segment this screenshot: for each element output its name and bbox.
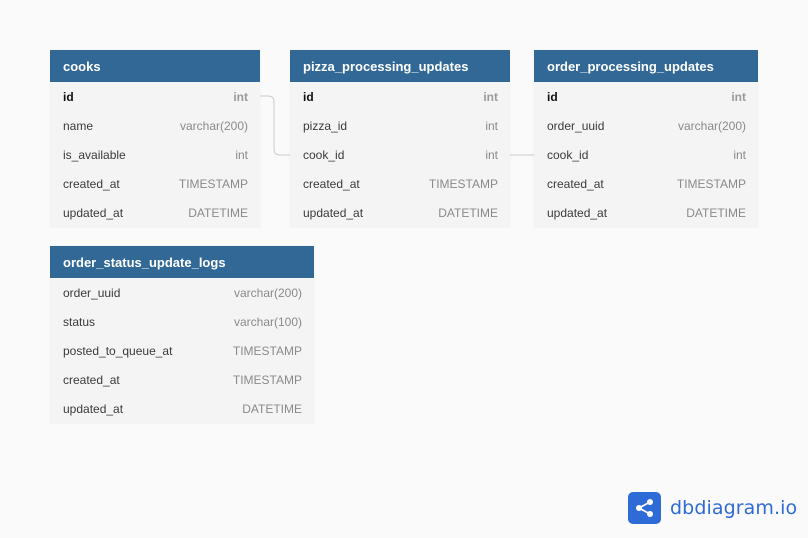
column-type: DATETIME: [188, 205, 248, 220]
column-type: DATETIME: [242, 401, 302, 416]
column-name: created_at: [547, 176, 604, 191]
column-name: id: [547, 89, 558, 104]
column-row[interactable]: updated_at DATETIME: [50, 394, 314, 423]
column-name: is_available: [63, 147, 126, 162]
column-name: status: [63, 314, 96, 329]
column-type: DATETIME: [686, 205, 746, 220]
column-name: updated_at: [547, 205, 608, 220]
column-type: TIMESTAMP: [676, 176, 746, 191]
column-name: pizza_id: [303, 118, 348, 133]
column-row[interactable]: is_available int: [50, 140, 260, 169]
column-name: created_at: [63, 176, 120, 191]
column-name: updated_at: [303, 205, 364, 220]
table-header[interactable]: order_processing_updates: [534, 50, 758, 82]
column-type: int: [483, 89, 498, 104]
column-type: int: [235, 147, 248, 162]
column-row[interactable]: created_at TIMESTAMP: [50, 365, 314, 394]
column-row[interactable]: cook_id int: [290, 140, 510, 169]
column-row[interactable]: status varchar(100): [50, 307, 314, 336]
column-type: int: [485, 118, 498, 133]
column-name: posted_to_queue_at: [63, 343, 173, 358]
column-type: TIMESTAMP: [178, 176, 248, 191]
column-type: int: [233, 89, 248, 104]
column-name: order_uuid: [547, 118, 605, 133]
column-row[interactable]: posted_to_queue_at TIMESTAMP: [50, 336, 314, 365]
column-name: updated_at: [63, 401, 124, 416]
column-type: varchar(200): [677, 118, 746, 133]
column-type: varchar(200): [179, 118, 248, 133]
column-name: cook_id: [547, 147, 589, 162]
column-row[interactable]: id int: [534, 82, 758, 111]
share-nodes-icon: [628, 492, 661, 524]
column-type: int: [485, 147, 498, 162]
column-name: id: [63, 89, 74, 104]
column-type: int: [731, 89, 746, 104]
column-type: varchar(200): [233, 285, 302, 300]
table-header[interactable]: cooks: [50, 50, 260, 82]
column-name: created_at: [63, 372, 120, 387]
table-pizza-processing-updates[interactable]: pizza_processing_updates id int pizza_id…: [290, 50, 510, 227]
column-type: DATETIME: [438, 205, 498, 220]
column-row[interactable]: pizza_id int: [290, 111, 510, 140]
logo-text: dbdiagram.io: [670, 497, 798, 519]
column-row[interactable]: created_at TIMESTAMP: [290, 169, 510, 198]
table-header[interactable]: order_status_update_logs: [50, 246, 314, 278]
column-row[interactable]: updated_at DATETIME: [50, 198, 260, 227]
column-row[interactable]: id int: [50, 82, 260, 111]
column-row[interactable]: name varchar(200): [50, 111, 260, 140]
column-type: TIMESTAMP: [232, 343, 302, 358]
column-type: TIMESTAMP: [428, 176, 498, 191]
column-row[interactable]: created_at TIMESTAMP: [534, 169, 758, 198]
relationship-line-cooks-pizza[interactable]: [260, 95, 290, 156]
column-row[interactable]: updated_at DATETIME: [290, 198, 510, 227]
column-name: created_at: [303, 176, 360, 191]
column-name: id: [303, 89, 314, 104]
table-order-status-update-logs[interactable]: order_status_update_logs order_uuid varc…: [50, 246, 314, 423]
column-type: TIMESTAMP: [232, 372, 302, 387]
table-header[interactable]: pizza_processing_updates: [290, 50, 510, 82]
column-row[interactable]: created_at TIMESTAMP: [50, 169, 260, 198]
column-row[interactable]: order_uuid varchar(200): [50, 278, 314, 307]
column-row[interactable]: id int: [290, 82, 510, 111]
column-row[interactable]: order_uuid varchar(200): [534, 111, 758, 140]
column-row[interactable]: cook_id int: [534, 140, 758, 169]
column-type: int: [733, 147, 746, 162]
column-name: order_uuid: [63, 285, 121, 300]
column-name: updated_at: [63, 205, 124, 220]
column-name: cook_id: [303, 147, 345, 162]
column-name: name: [63, 118, 94, 133]
column-row[interactable]: updated_at DATETIME: [534, 198, 758, 227]
dbdiagram-logo[interactable]: dbdiagram.io: [628, 492, 797, 524]
table-cooks[interactable]: cooks id int name varchar(200) is_availa…: [50, 50, 260, 227]
table-order-processing-updates[interactable]: order_processing_updates id int order_uu…: [534, 50, 758, 227]
column-type: varchar(100): [233, 314, 302, 329]
